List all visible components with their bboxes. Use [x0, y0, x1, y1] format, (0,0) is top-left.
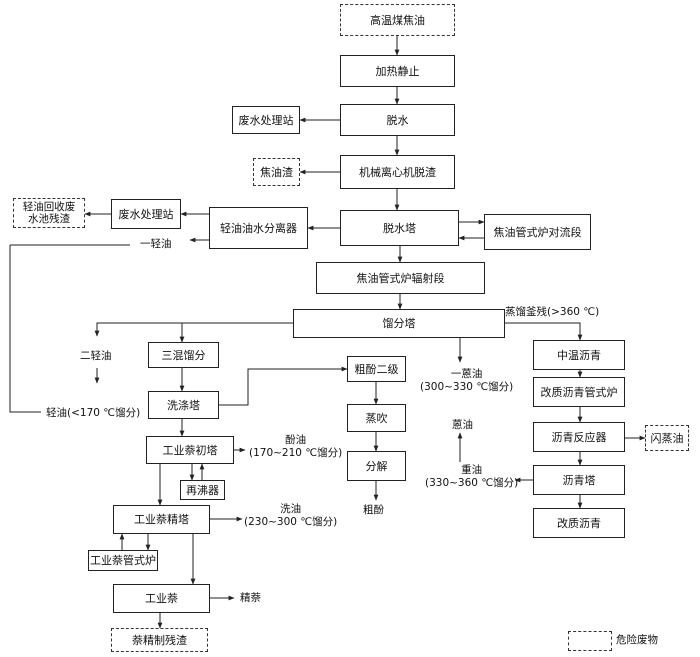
naphthalene-residue-box: 萘精制残渣 [111, 628, 208, 652]
centrifuge-box: 机械离心机脱渣 [340, 155, 455, 189]
flow-frac-to-pitch [505, 322, 583, 341]
steam-blow-box: 蒸吹 [347, 404, 406, 432]
phenol-oil-label: 酚油 (170~210 ℃馏分) [249, 434, 343, 459]
tar-furnace-convection-box: 焦油管式炉对流段 [484, 214, 591, 250]
raw-tar-box: 高温煤焦油 [340, 4, 455, 36]
fractionation-tower-box: 馏分塔 [293, 309, 505, 338]
anthracene-label: 蒽油 [452, 419, 473, 431]
light-oil-separator-box: 轻油油水分离器 [209, 207, 308, 249]
oil-residue-box: 轻油回收废 水池残渣 [13, 198, 85, 228]
pitch-tower-box: 沥青塔 [533, 465, 625, 495]
legend-swatch [568, 631, 612, 651]
crude-phenol-label: 粗酚 [363, 504, 384, 516]
three-fraction-box: 三混馏分 [148, 342, 219, 368]
crude-phenol-2-box: 粗酚二级 [347, 356, 406, 382]
flow-wash-to-phenol2 [219, 366, 348, 406]
dewater-box: 脱水 [340, 104, 455, 136]
heat-settle-box: 加热静止 [340, 55, 455, 87]
decompose-box: 分解 [347, 451, 406, 481]
light-oil-label: 轻油(<170 ℃馏分) [46, 407, 141, 419]
dewater-tower-box: 脱水塔 [340, 210, 459, 246]
tar-residue-box: 焦油渣 [253, 158, 300, 186]
pitch-reactor-box: 沥青反应器 [533, 422, 625, 452]
industrial-naphthalene-box: 工业萘 [113, 584, 210, 613]
refined-naphthalene-label: 精萘 [240, 592, 261, 604]
light-oil-2-label: 二轻油 [80, 350, 112, 362]
modified-pitch-furnace-box: 改质沥青管式炉 [533, 377, 625, 407]
wastewater-station-1: 废水处理站 [232, 106, 300, 134]
wastewater-station-2: 废水处理站 [111, 199, 181, 229]
light-oil-1-label: 一轻油 [140, 238, 172, 250]
flash-oil-box: 闪蒸油 [645, 425, 689, 451]
flow-fractionation-branches [94, 322, 293, 337]
flow-light-oil-side [9, 245, 41, 413]
naphthalene-furnace-box: 工业萘管式炉 [88, 550, 158, 571]
naphthalene-primary-tower-box: 工业萘初塔 [146, 436, 234, 464]
tar-furnace-radiation-box: 焦油管式炉辐射段 [316, 262, 485, 294]
residue-label: 蒸馏釜残(>360 ℃) [505, 306, 600, 318]
reboiler-box: 再沸器 [180, 480, 225, 500]
wash-tower-box: 洗涤塔 [148, 391, 219, 419]
naphthalene-fine-tower-box: 工业萘精塔 [113, 505, 210, 534]
heavy-oil-label: 重油 (330~360 ℃馏分) [425, 464, 519, 489]
wash-oil-label: 洗油 (230~300 ℃馏分) [244, 503, 338, 528]
modified-pitch-box: 改质沥青 [533, 508, 625, 538]
mid-temp-pitch-box: 中温沥青 [533, 340, 625, 370]
anthracene-1-label: 一蒽油 (300~330 ℃馏分) [420, 368, 514, 393]
legend-label: 危险废物 [616, 634, 658, 646]
